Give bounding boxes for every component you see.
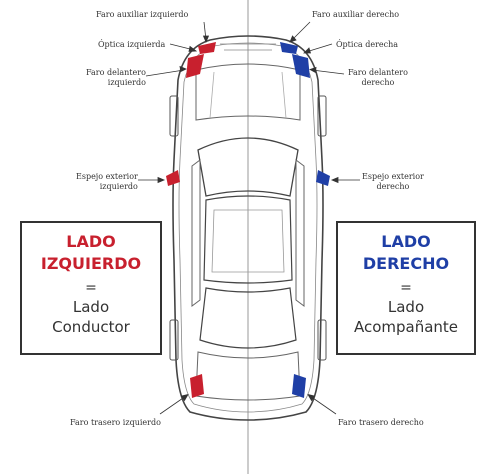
label-mirror-left-line1: Espejo exterior [76,172,138,181]
wheel-rear-right [317,319,327,361]
right-side-box: LADO DERECHO = Lado Acompañante [336,221,476,355]
label-rear-left: Faro trasero izquierdo [70,418,161,427]
label-mirror-right: Espejo exterior derecho [362,172,424,192]
label-front-left-line1: Faro delantero [86,68,146,77]
right-box-sub-line1: Lado [387,298,425,316]
label-aux-left: Faro auxiliar izquierdo [96,10,189,19]
left-side-box: LADO IZQUIERDO = Lado Conductor [20,221,162,355]
right-box-title-line2: DERECHO [362,254,450,273]
hood-crease-left [209,71,215,119]
label-mirror-left: Espejo exterior izquierdo [76,172,138,192]
wheel-rear-left [169,319,179,361]
right-box-sub-line2: Acompañante [353,318,459,336]
label-front-right-line1: Faro delantero [348,68,408,77]
pointer-arrows-left [138,21,210,415]
label-mirror-right-line2: derecho [376,182,410,191]
sunroof [211,209,285,273]
aux-light-right [280,42,298,54]
pointer-arrows-right [289,21,360,415]
label-optic-left: Óptica izquierda [98,40,166,49]
label-optic-right: Óptica derecha [336,40,399,49]
right-box-equals: = [400,280,412,296]
car-body-outline [172,35,324,421]
label-front-right: Faro delantero derecho [348,68,408,88]
rear-light-left [190,374,204,398]
label-aux-right: Faro auxiliar derecho [312,10,400,19]
left-side-windows [191,159,201,307]
label-mirror-left-line2: izquierdo [99,182,138,191]
aux-light-left [198,42,216,54]
left-box-equals: = [85,280,97,296]
right-box-title-line1: LADO [381,232,431,251]
optic-left [186,54,204,78]
hood [195,63,301,121]
label-mirror-right-line1: Espejo exterior [362,172,424,181]
mirror-left [166,170,180,186]
left-box-title-line2: IZQUIERDO [40,254,142,273]
label-rear-right: Faro trasero derecho [338,418,424,427]
rear-window [199,287,297,349]
label-front-left: Faro delantero izquierdo [86,68,146,88]
windshield [197,137,299,197]
rear-light-right [292,374,306,398]
left-box-title-line1: LADO [66,232,116,251]
mirror-right [316,170,330,186]
label-front-right-line2: derecho [361,78,395,87]
optic-right [292,54,310,78]
label-front-left-line2: izquierdo [107,78,146,87]
left-box-sub-line1: Lado [72,298,110,316]
front-grille [220,43,276,51]
left-box-sub-line2: Conductor [52,318,130,336]
wheel-front-left [169,95,179,137]
roof [203,195,293,284]
hood-crease-right [281,71,287,119]
wheel-front-right [317,95,327,137]
right-side-windows [295,159,305,307]
